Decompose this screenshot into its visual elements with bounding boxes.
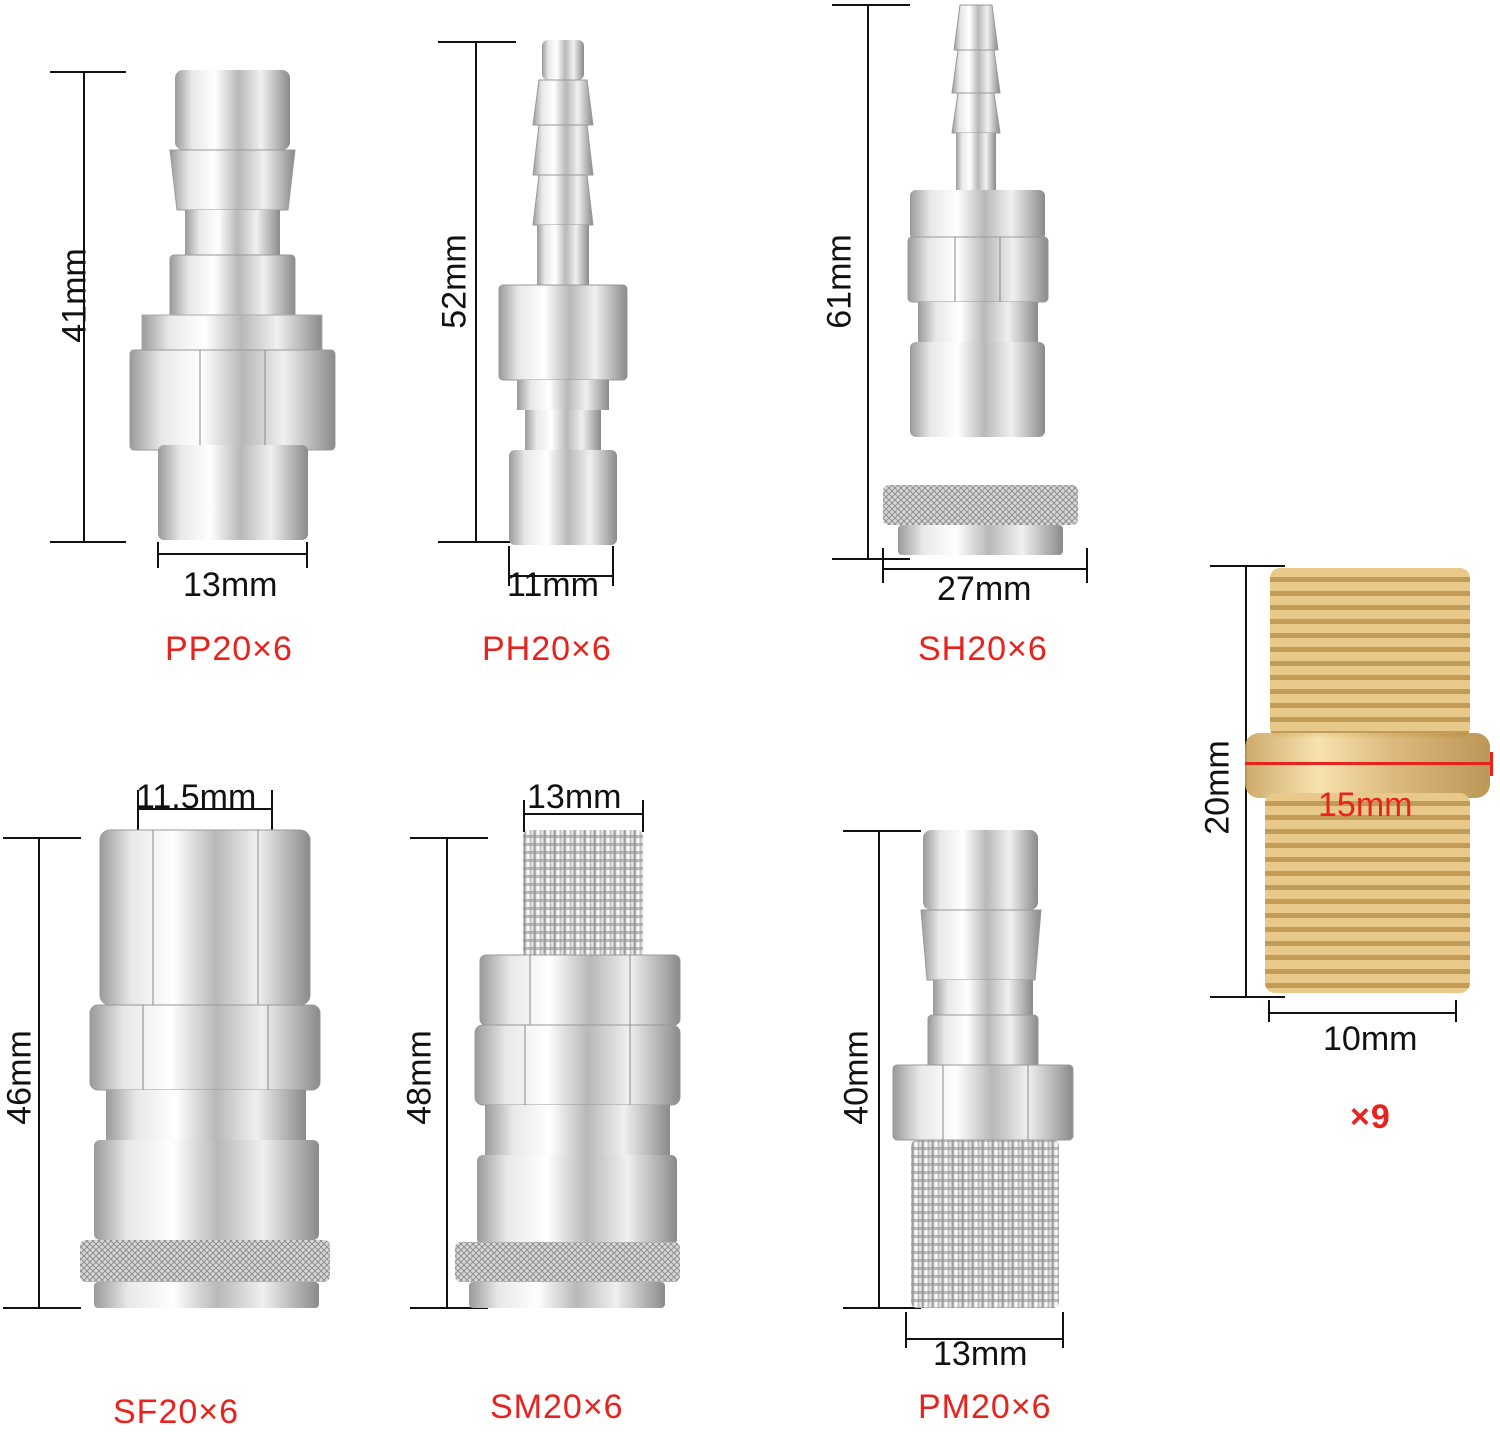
height-dim-label: 46mm — [0, 1030, 39, 1125]
height-dim-label: 52mm — [435, 234, 474, 329]
dim-tick — [843, 1307, 921, 1309]
dim-tick — [3, 837, 81, 839]
width-dim-line — [157, 553, 307, 555]
height-dim-line — [38, 838, 40, 1308]
width-dim-line — [905, 1338, 1063, 1340]
height-dim-label: 20mm — [1198, 740, 1237, 835]
dim-tick — [306, 542, 308, 568]
dim-tick — [832, 4, 910, 6]
quantity-label: ×9 — [1350, 1098, 1391, 1136]
width-dim-label: 13mm — [933, 1335, 1028, 1373]
model-label: PM20×6 — [918, 1388, 1052, 1426]
model-label: SH20×6 — [918, 630, 1048, 668]
height-dim-label: 41mm — [55, 248, 94, 343]
model-label: PP20×6 — [165, 630, 293, 668]
hex-width-tick — [1490, 752, 1493, 776]
height-dim-line — [867, 5, 869, 560]
hex-width-line — [1245, 762, 1491, 765]
dim-tick — [410, 1307, 488, 1309]
dim-tick — [50, 71, 126, 73]
sf-female-socket-image — [80, 829, 330, 1308]
brass-hex-nipple-image — [1245, 568, 1490, 993]
width-dim-label: 13mm — [527, 778, 622, 816]
sh-socket-hose-barb-image — [883, 4, 1078, 555]
width-dim-label: 27mm — [937, 570, 1032, 608]
dim-tick — [612, 546, 614, 586]
width-dim-line — [882, 568, 1088, 570]
dim-tick — [905, 1312, 907, 1348]
dim-tick — [1086, 548, 1088, 583]
model-label: SM20×6 — [490, 1388, 624, 1426]
hex-width-label: 15mm — [1318, 786, 1413, 824]
dim-tick — [882, 548, 884, 583]
pp-coupler-plug-image — [129, 70, 336, 540]
dim-tick — [1210, 565, 1285, 567]
sm-male-socket-image — [455, 830, 681, 1308]
dim-tick — [271, 790, 273, 832]
height-dim-label: 61mm — [820, 234, 859, 329]
width-dim-label: 10mm — [1323, 1020, 1418, 1058]
dim-tick — [1268, 1000, 1270, 1022]
dim-tick — [438, 541, 516, 543]
dim-tick — [438, 41, 516, 43]
dim-tick — [832, 558, 910, 560]
dim-tick — [1455, 1000, 1457, 1022]
dim-tick — [410, 837, 488, 839]
height-dim-label: 48mm — [400, 1030, 439, 1125]
dim-tick — [137, 790, 139, 832]
width-dim-line — [508, 575, 613, 577]
dim-tick — [508, 546, 510, 586]
model-label: PH20×6 — [482, 630, 612, 668]
width-dim-label: 11.5mm — [136, 778, 257, 816]
dim-tick — [1062, 1312, 1064, 1348]
height-dim-line — [83, 72, 85, 542]
height-dim-line — [878, 831, 880, 1309]
height-dim-line — [446, 838, 448, 1308]
pm-male-plug-image — [892, 830, 1074, 1308]
dim-tick — [157, 542, 159, 568]
width-dim-line — [137, 808, 272, 810]
width-dim-label: 13mm — [183, 566, 278, 604]
dim-tick — [3, 1307, 81, 1309]
dim-tick — [642, 800, 644, 832]
width-dim-line — [523, 813, 643, 815]
width-dim-line — [1268, 1012, 1456, 1014]
dim-tick — [1210, 996, 1285, 998]
dim-tick — [523, 800, 525, 832]
model-label: SF20×6 — [113, 1393, 240, 1431]
dim-tick — [843, 830, 921, 832]
height-dim-label: 40mm — [837, 1030, 876, 1125]
height-dim-line — [475, 42, 477, 542]
dim-tick — [50, 541, 126, 543]
width-dim-label: 11mm — [507, 566, 599, 604]
ph-plug-hose-barb-image — [498, 40, 628, 545]
